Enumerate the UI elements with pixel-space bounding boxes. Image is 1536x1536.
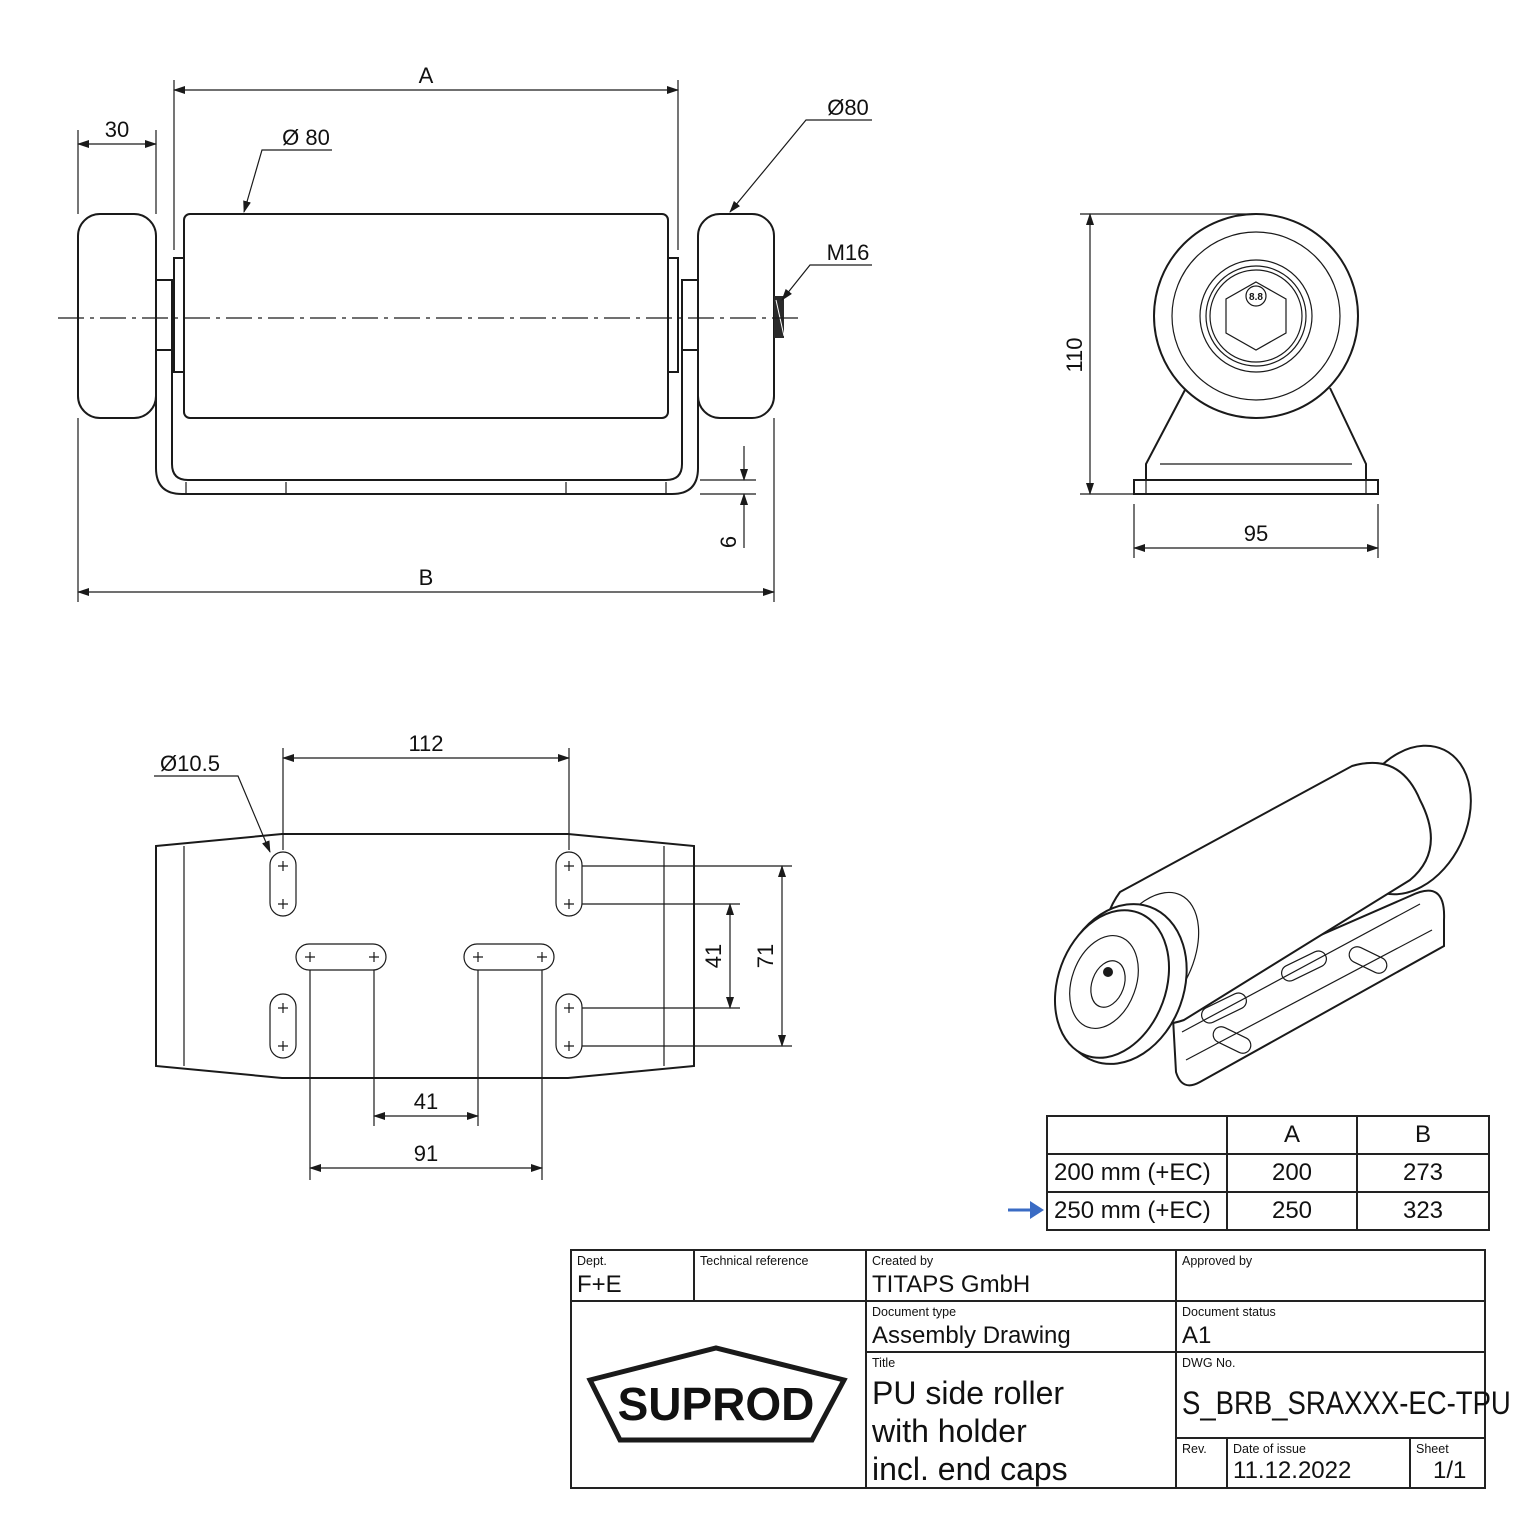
created-label: Created by bbox=[872, 1254, 934, 1268]
sheet-value: 1/1 bbox=[1433, 1457, 1467, 1484]
dept-label: Dept. bbox=[577, 1254, 607, 1268]
doctype-cell: Document type Assembly Drawing bbox=[867, 1302, 1177, 1353]
table-header-A: A bbox=[1226, 1115, 1358, 1155]
title-line-2: with holder bbox=[872, 1413, 1027, 1449]
thread-label: M16 bbox=[827, 240, 870, 265]
row-label: 200 mm (+EC) bbox=[1046, 1153, 1228, 1193]
row-A-value: 250 bbox=[1226, 1191, 1358, 1231]
created-value: TITAPS GmbH bbox=[872, 1271, 1031, 1298]
isometric-view bbox=[1053, 744, 1472, 1087]
table-row: 200 mm (+EC) 200 273 bbox=[1046, 1153, 1490, 1193]
rev-label: Rev. bbox=[1182, 1442, 1207, 1456]
date-value: 11.12.2022 bbox=[1233, 1457, 1352, 1484]
sheet-cell: Sheet 1/1 bbox=[1411, 1439, 1484, 1487]
dim-B-label: B bbox=[419, 565, 434, 590]
suprod-logo: SUPROD bbox=[586, 1345, 848, 1443]
doctype-value: Assembly Drawing bbox=[872, 1322, 1071, 1349]
dim-6-label: 6 bbox=[716, 536, 741, 548]
title-block: Dept. F+E Technical reference Created by… bbox=[570, 1249, 1511, 1489]
title-line-1: PU side roller bbox=[872, 1375, 1065, 1411]
dim-41-horizontal-label: 41 bbox=[414, 1089, 438, 1114]
created-cell: Created by TITAPS GmbH bbox=[867, 1251, 1177, 1302]
dim-30-label: 30 bbox=[105, 117, 129, 142]
dim-endcap-diameter: Ø80 bbox=[827, 95, 869, 120]
title-line-3: incl. end caps bbox=[872, 1451, 1068, 1487]
selected-row-arrow-icon bbox=[1008, 1201, 1044, 1219]
logo-text: SUPROD bbox=[618, 1378, 815, 1430]
dim-95-label: 95 bbox=[1244, 521, 1268, 546]
dwg-label: DWG No. bbox=[1182, 1356, 1236, 1370]
dwg-value: S_BRB_SRAXXX-EC-TPU bbox=[1182, 1385, 1511, 1421]
dim-112-label: 112 bbox=[408, 731, 443, 756]
dim-41-vertical-label: 41 bbox=[701, 944, 726, 968]
approved-cell: Approved by bbox=[1177, 1251, 1484, 1302]
dim-hole-diameter: Ø10.5 bbox=[160, 751, 220, 776]
sheet-label: Sheet bbox=[1416, 1442, 1449, 1456]
dim-A-label: A bbox=[419, 63, 434, 88]
table-header-B: B bbox=[1356, 1115, 1490, 1155]
docstatus-label: Document status bbox=[1182, 1305, 1276, 1319]
table-row: 250 mm (+EC) 250 323 bbox=[1046, 1191, 1490, 1231]
table-header-row: A B bbox=[1046, 1115, 1490, 1155]
techref-label: Technical reference bbox=[700, 1254, 809, 1268]
docstatus-cell: Document status A1 bbox=[1177, 1302, 1484, 1353]
dim-71-label: 71 bbox=[753, 944, 778, 968]
side-view: 8.8 110 95 bbox=[1062, 213, 1379, 558]
bolt-grade-mark: 8.8 bbox=[1249, 292, 1263, 303]
techref-cell: Technical reference bbox=[695, 1251, 867, 1302]
row-B-value: 323 bbox=[1356, 1191, 1490, 1231]
approved-label: Approved by bbox=[1182, 1254, 1253, 1268]
date-label: Date of issue bbox=[1233, 1442, 1306, 1456]
dim-91-label: 91 bbox=[414, 1141, 438, 1166]
row-A-value: 200 bbox=[1226, 1153, 1358, 1193]
dim-110-label: 110 bbox=[1062, 337, 1087, 372]
table-header-empty bbox=[1046, 1115, 1228, 1155]
dept-cell: Dept. F+E bbox=[572, 1251, 695, 1302]
logo-cell bbox=[572, 1302, 867, 1487]
rev-cell: Rev. bbox=[1177, 1439, 1228, 1487]
dwg-cell: DWG No. S_BRB_SRAXXX-EC-TPU bbox=[1177, 1353, 1511, 1439]
plate-top-view: 112 Ø10.5 41 91 41 71 bbox=[154, 731, 792, 1180]
variant-table: A B 200 mm (+EC) 200 273 250 mm (+EC) 25… bbox=[1046, 1115, 1490, 1231]
title-cell: Title PU side roller with holder incl. e… bbox=[867, 1353, 1177, 1487]
row-label: 250 mm (+EC) bbox=[1046, 1191, 1228, 1231]
docstatus-value: A1 bbox=[1182, 1322, 1212, 1349]
row-B-value: 273 bbox=[1356, 1153, 1490, 1193]
doctype-label: Document type bbox=[872, 1305, 957, 1319]
dim-roller-diameter: Ø 80 bbox=[282, 125, 330, 150]
dept-value: F+E bbox=[577, 1271, 622, 1298]
title-label: Title bbox=[872, 1356, 896, 1370]
date-cell: Date of issue 11.12.2022 bbox=[1228, 1439, 1411, 1487]
front-view: A 30 Ø 80 Ø80 M16 6 B bbox=[58, 63, 872, 602]
